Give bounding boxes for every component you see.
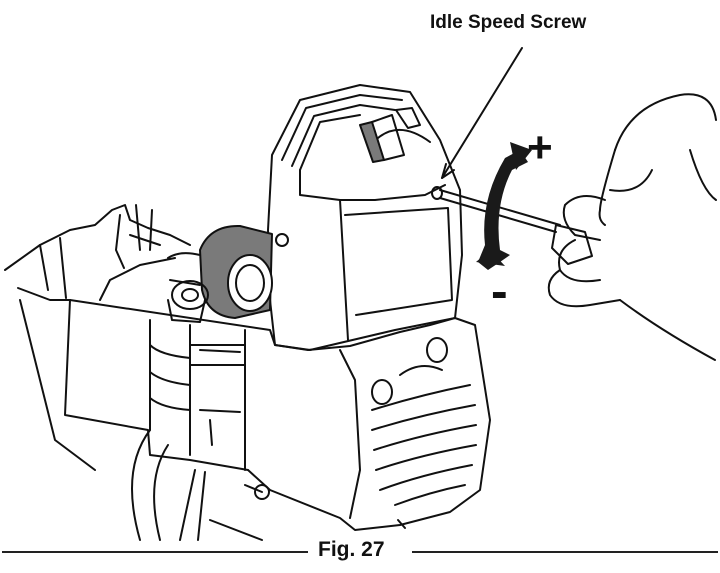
caption-rule-left	[2, 551, 308, 553]
caption-text: Fig. 27	[318, 538, 385, 561]
engine-cover	[267, 84, 463, 351]
engine-block	[64, 299, 491, 531]
rotation-arrow	[476, 142, 532, 270]
bottom-guard	[131, 429, 263, 541]
minus-sign: -	[491, 263, 508, 319]
trimmer-frame	[4, 204, 191, 471]
idle-speed-screw-label: Idle Speed Screw	[430, 12, 587, 33]
hand	[547, 93, 717, 361]
callout-leader	[441, 47, 523, 179]
idle-speed-screw	[431, 186, 443, 200]
plus-sign: +	[527, 123, 553, 172]
callout-arrowhead	[441, 163, 455, 179]
figure-caption: Fig. 27	[0, 536, 720, 566]
choke-lever	[167, 224, 289, 323]
caption-rule-right	[412, 551, 718, 553]
cylinder-cover	[339, 337, 477, 529]
